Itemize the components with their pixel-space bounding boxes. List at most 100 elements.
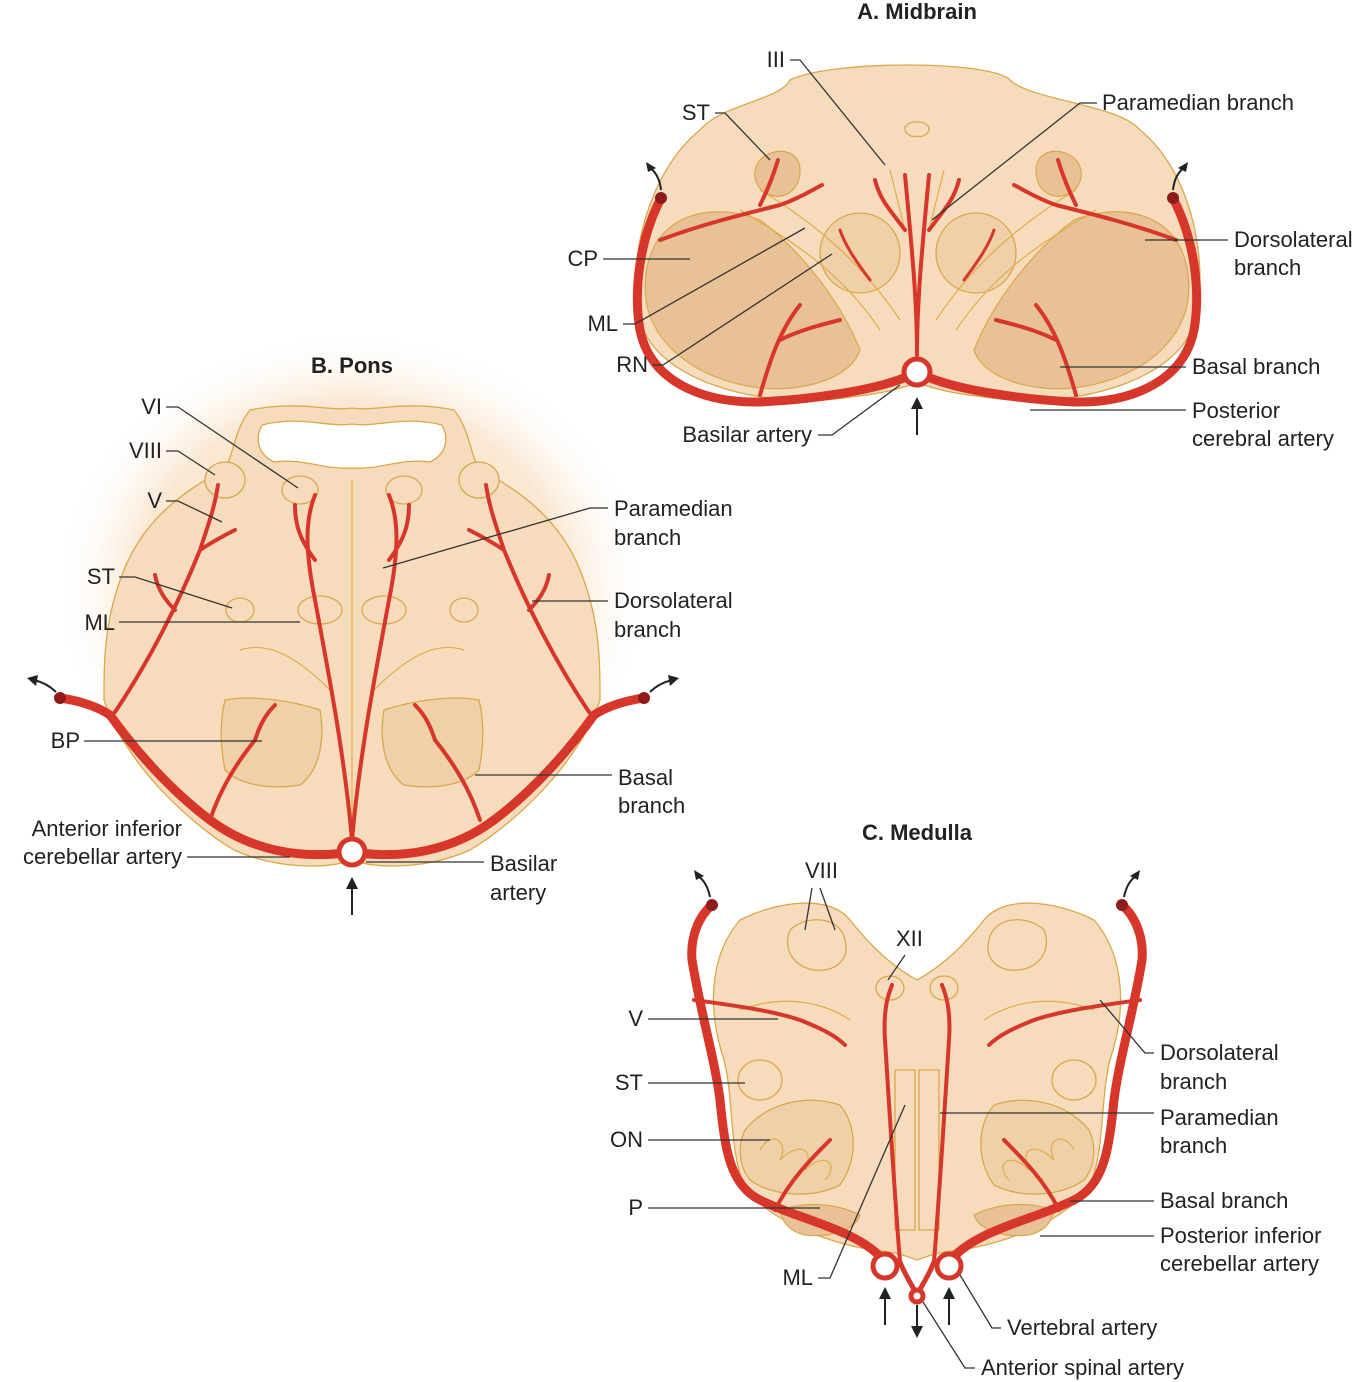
label-paramedian-midbrain: Paramedian branch xyxy=(1102,90,1294,115)
spinothalamic-pons-right xyxy=(449,597,479,623)
vertebral-artery-left-cut xyxy=(870,1251,900,1281)
medulla-title: C. Medulla xyxy=(862,820,973,845)
dorsolateral-branch-right xyxy=(1012,158,1178,242)
medial-lemniscus-band-left-2 xyxy=(759,189,901,321)
label-basal-medulla: Basal branch xyxy=(1160,1188,1288,1213)
paramedian-branches-pons xyxy=(293,493,411,842)
pca-cut-end-right xyxy=(1167,192,1179,204)
paramedian-twigs-midbrain xyxy=(838,228,996,282)
leader-ML-midbrain xyxy=(623,227,806,325)
dorsolateral-branch-pons-left xyxy=(113,483,237,714)
label-paramedian-medulla-1: Paramedian xyxy=(1160,1105,1279,1130)
label-ML-midbrain: ML xyxy=(587,311,618,336)
basilar-flow-arrowhead-midbrain xyxy=(911,397,923,409)
label-P-medulla: P xyxy=(628,1195,643,1220)
label-pca-midbrain-2: cerebral artery xyxy=(1192,426,1334,451)
olivary-nucleus-right xyxy=(980,1099,1095,1195)
label-dorsolateral-pons-2: branch xyxy=(614,617,681,642)
leader-vertebral-medulla xyxy=(959,1274,1001,1329)
basilar-artery-midbrain-cut xyxy=(901,356,933,388)
dorsolateral-branches-medulla xyxy=(692,998,1142,1047)
flow-arrow-left-medulla xyxy=(697,875,711,898)
label-basal-midbrain: Basal branch xyxy=(1192,354,1320,379)
basilar-flow-arrowhead-pons xyxy=(346,877,358,889)
label-III-midbrain: III xyxy=(767,47,785,72)
aica-cut-end-right xyxy=(638,692,650,704)
aica-cut-end-left xyxy=(54,692,66,704)
midbrain-arteries xyxy=(632,158,1202,435)
vestibular-nucleus-left xyxy=(787,919,847,971)
label-dorsolateral-midbrain-2: branch xyxy=(1234,255,1301,280)
midbrain-panel: A. Midbrain xyxy=(567,0,1352,451)
label-VI-pons: VI xyxy=(141,394,162,419)
leader-ML-medulla xyxy=(818,1104,906,1279)
midbrain-section xyxy=(635,64,1201,402)
cerebral-peduncle-right xyxy=(973,211,1190,390)
oculomotor-fibers xyxy=(889,169,945,231)
trigeminal-tract-medulla xyxy=(739,1000,1095,1021)
vestibular-nucleus-right xyxy=(987,919,1047,971)
flow-arrowhead-left-medulla xyxy=(694,870,704,880)
label-aica-pons-2: cerebellar artery xyxy=(23,844,182,869)
label-XII-medulla: XII xyxy=(896,926,923,951)
pica-cut-end-left xyxy=(706,899,718,911)
pica-cut-end-right xyxy=(1116,899,1128,911)
label-ON-medulla: ON xyxy=(610,1127,643,1152)
basilar-artery-pons-cut xyxy=(336,836,368,868)
pons-section xyxy=(103,405,601,867)
medial-lemniscus-band-left xyxy=(739,209,881,331)
flow-arrowhead-right-pons xyxy=(668,675,679,686)
leader-paramedian-midbrain xyxy=(931,102,1097,221)
label-VIII-medulla: VIII xyxy=(805,858,838,883)
leader-RN-midbrain xyxy=(653,253,833,366)
spinothalamic-medulla-right xyxy=(1051,1059,1097,1101)
label-vertebral-medulla: Vertebral artery xyxy=(1007,1315,1157,1340)
label-anterior-spinal-medulla: Anterior spinal artery xyxy=(981,1355,1184,1380)
posterior-cerebral-artery-left xyxy=(632,195,922,407)
cn-viii-nucleus-left xyxy=(204,461,246,499)
leader-VIII-medulla xyxy=(804,887,836,931)
spinothalamic-left xyxy=(754,150,801,197)
label-basal-pons-1: Basal xyxy=(618,765,673,790)
paramedian-branches-midbrain xyxy=(873,173,961,357)
label-VIII-pons: VIII xyxy=(129,438,162,463)
cn-vi-nucleus-right xyxy=(385,475,423,505)
label-basilar-midbrain: Basilar artery xyxy=(682,422,812,447)
label-dorsolateral-pons-1: Dorsolateral xyxy=(614,588,733,613)
olive-folds xyxy=(759,1138,1075,1181)
label-aica-pons-1: Anterior inferior xyxy=(32,816,182,841)
label-basilar-pons-2: artery xyxy=(490,880,546,905)
leader-ST-pons xyxy=(119,576,233,609)
label-dorsolateral-midbrain-1: Dorsolateral xyxy=(1234,227,1353,252)
label-paramedian-medulla-2: branch xyxy=(1160,1133,1227,1158)
flow-arrowhead-left-midbrain xyxy=(646,162,656,172)
pons-labels: VI VIII V ST ML BP Anterior inferior cer… xyxy=(23,394,733,905)
spinothalamic-medulla-left xyxy=(737,1059,783,1101)
basilar-pons-nuclei-right xyxy=(381,697,484,788)
label-pca-midbrain-1: Posterior xyxy=(1192,398,1280,423)
basilar-pons-nuclei-left xyxy=(220,697,323,788)
red-nucleus-left xyxy=(819,212,901,294)
pons-arteries xyxy=(27,483,679,915)
label-V-pons: V xyxy=(147,488,162,513)
cn-viii-nucleus-right xyxy=(458,461,500,499)
label-ML-pons: ML xyxy=(84,610,115,635)
label-ST-medulla: ST xyxy=(615,1070,643,1095)
label-pica-medulla-1: Posterior inferior xyxy=(1160,1223,1321,1248)
basal-branches-pons xyxy=(208,703,482,822)
flow-arrowhead-right-midbrain xyxy=(1178,162,1188,172)
vertebral-flow-arrowhead-left xyxy=(879,1287,891,1299)
label-V-medulla: V xyxy=(628,1006,643,1031)
red-nucleus-right xyxy=(935,212,1017,294)
vertebral-flow-arrowhead-right xyxy=(943,1287,955,1299)
midbrain-title: A. Midbrain xyxy=(857,0,977,24)
label-CP-midbrain: CP xyxy=(567,246,598,271)
leader-basilar-midbrain xyxy=(818,384,901,436)
olivary-nucleus-left xyxy=(739,1099,854,1195)
paramedian-branches-medulla xyxy=(882,983,952,1264)
pons-title: B. Pons xyxy=(311,353,393,378)
basal-branches-medulla xyxy=(773,1138,1061,1212)
vertebral-artery-right-cut xyxy=(934,1251,964,1281)
label-dorsolateral-medulla-2: branch xyxy=(1160,1069,1227,1094)
leader-VIII-pons xyxy=(166,450,216,476)
